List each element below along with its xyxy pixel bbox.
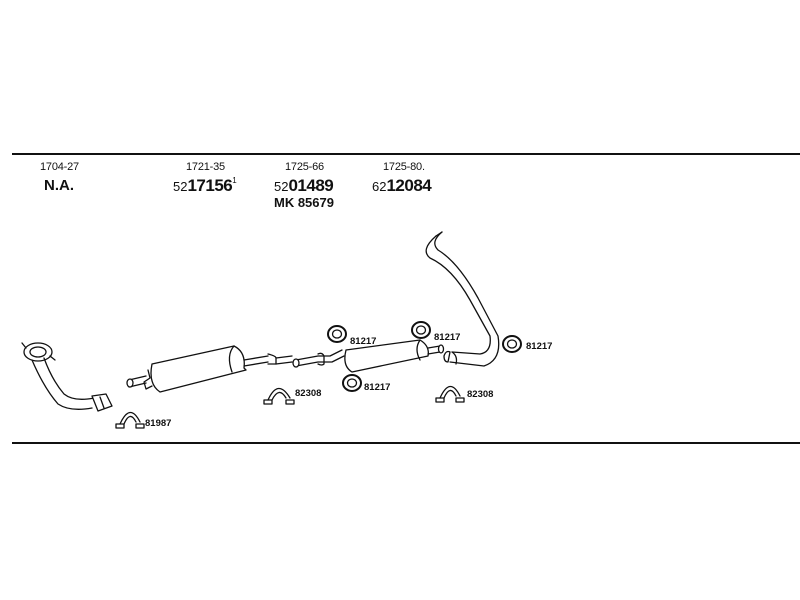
ref-1721: 1721-35 [186,161,225,173]
ring-bottom-icon [342,374,362,392]
mk-number: MK 85679 [274,195,334,210]
tail-pipe-icon [425,231,500,367]
rear-muffler-icon [292,339,445,373]
callout-81987: 81987 [145,418,172,429]
callout-82308-mid: 82308 [295,388,322,399]
middle-muffler-icon [126,345,293,393]
part-na: N.A. [44,177,74,194]
callout-81217-top-right: 81217 [434,332,461,343]
front-flange-icon [21,342,56,362]
ring-right-icon [502,335,522,353]
clamp-front-icon [115,411,145,429]
part-superscript: 1 [232,176,237,185]
clamp-mid-icon [263,387,295,405]
part-main: 17156 [187,176,233,195]
top-rule [12,153,800,155]
part-prefix: 52 [173,179,188,194]
clamp-rear-icon [435,385,465,403]
ref-1704: 1704-27 [40,161,79,173]
ref-1725-66: 1725-66 [285,161,324,173]
bottom-rule [12,442,800,444]
ring-top-right-icon [411,321,431,339]
part-prefix: 62 [372,179,387,194]
part-number-01489: 5201489 [274,176,334,196]
callout-81217-top-left: 81217 [350,336,377,347]
front-pipe-icon [31,357,113,412]
part-number-17156: 52171561 [173,176,237,196]
part-prefix: 52 [274,179,289,194]
callout-81217-bottom: 81217 [364,382,391,393]
part-number-12084: 6212084 [372,176,432,196]
part-main: 01489 [288,176,334,195]
callout-82308-rear: 82308 [467,389,494,400]
ring-top-left-icon [327,325,347,343]
callout-81217-right: 81217 [526,341,553,352]
part-main: 12084 [386,176,432,195]
ref-1725-80: 1725-80. [383,161,425,173]
